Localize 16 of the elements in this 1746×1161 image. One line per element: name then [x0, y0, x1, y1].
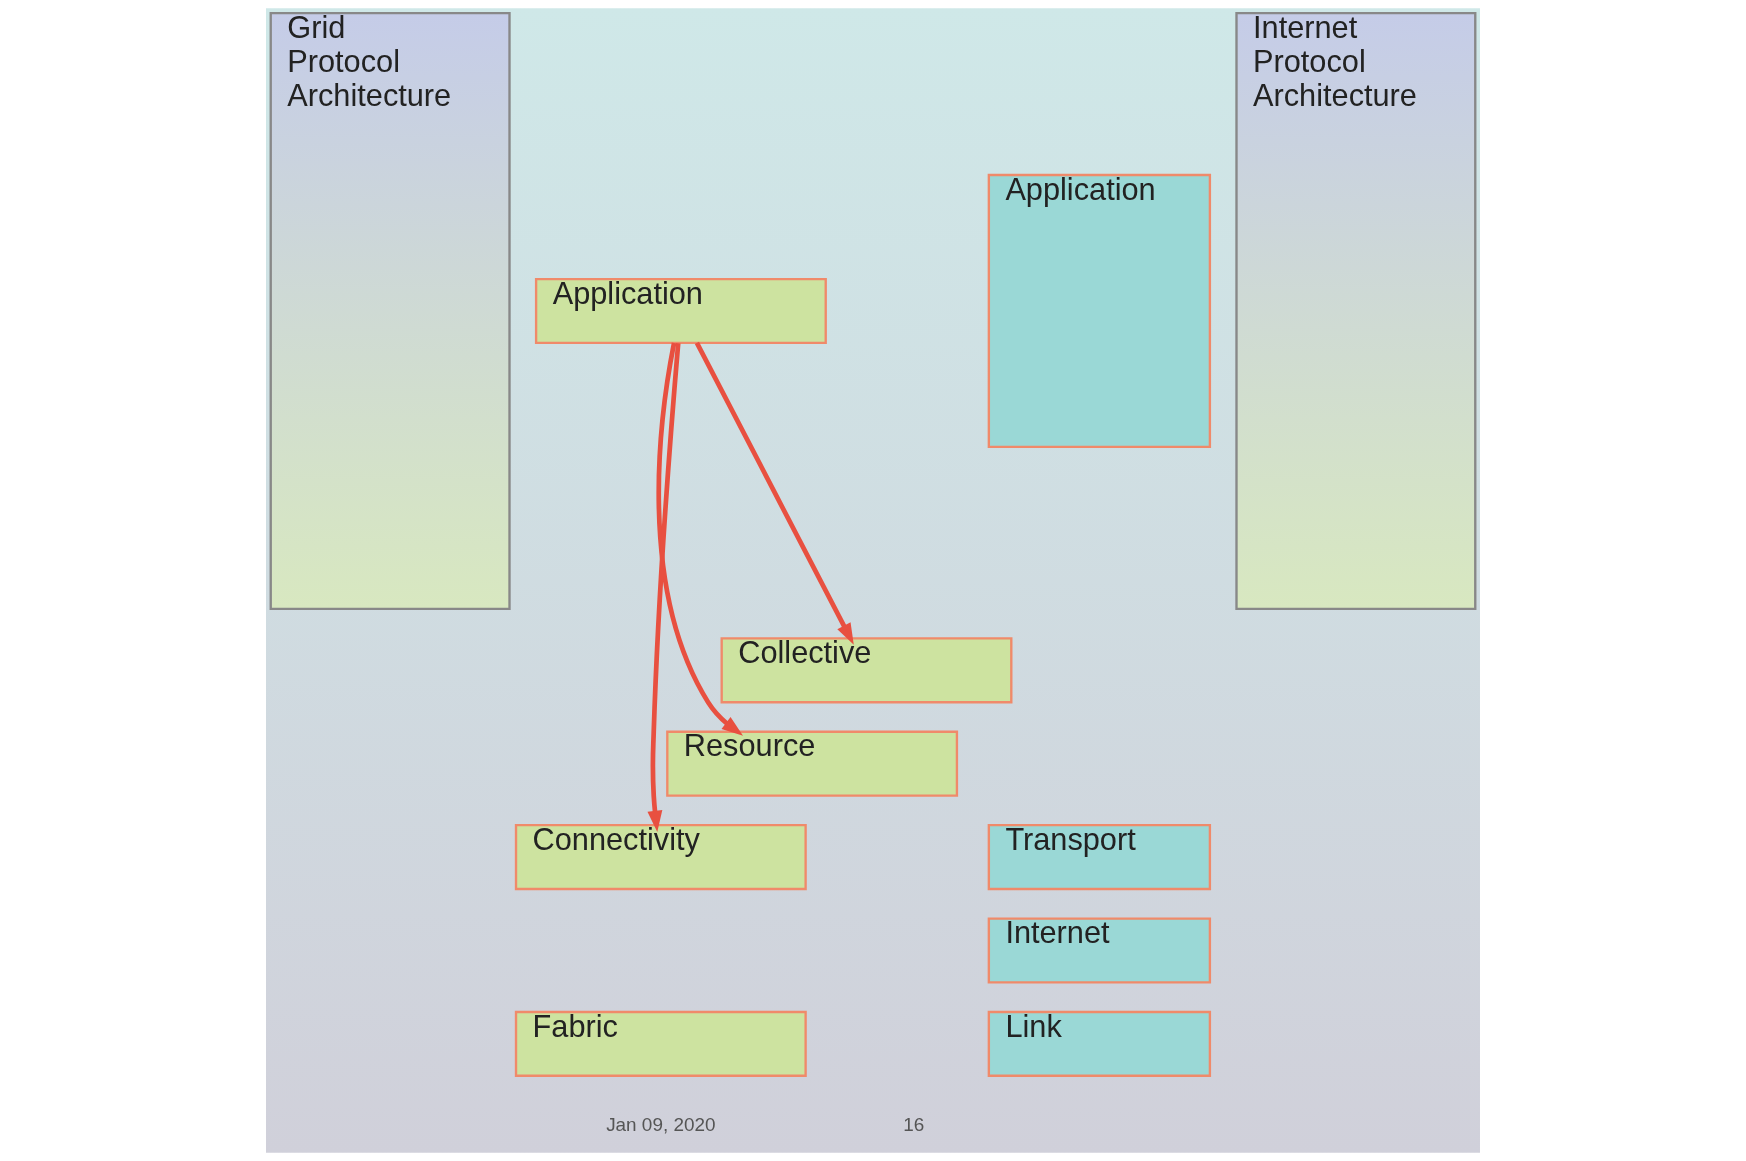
- node-box: Transport: [987, 824, 1212, 891]
- node-box: Application: [534, 277, 827, 345]
- node-box: Application: [987, 173, 1212, 449]
- node-box: Collective: [720, 637, 1013, 704]
- node-box: Internet: [987, 917, 1212, 984]
- node-box: Internet Protocol Architecture: [1235, 11, 1477, 611]
- arrow: [656, 342, 744, 736]
- node-box: Fabric: [514, 1010, 807, 1077]
- arrow: [647, 343, 681, 833]
- label: 16: [903, 1114, 925, 1136]
- node-box: Grid Protocol Architecture: [269, 11, 511, 611]
- arrow: [694, 341, 854, 645]
- node-box: Resource: [666, 730, 959, 797]
- node-box: Link: [987, 1010, 1212, 1077]
- label: Jan 09, 2020: [606, 1114, 716, 1136]
- node-box: Connectivity: [514, 824, 807, 891]
